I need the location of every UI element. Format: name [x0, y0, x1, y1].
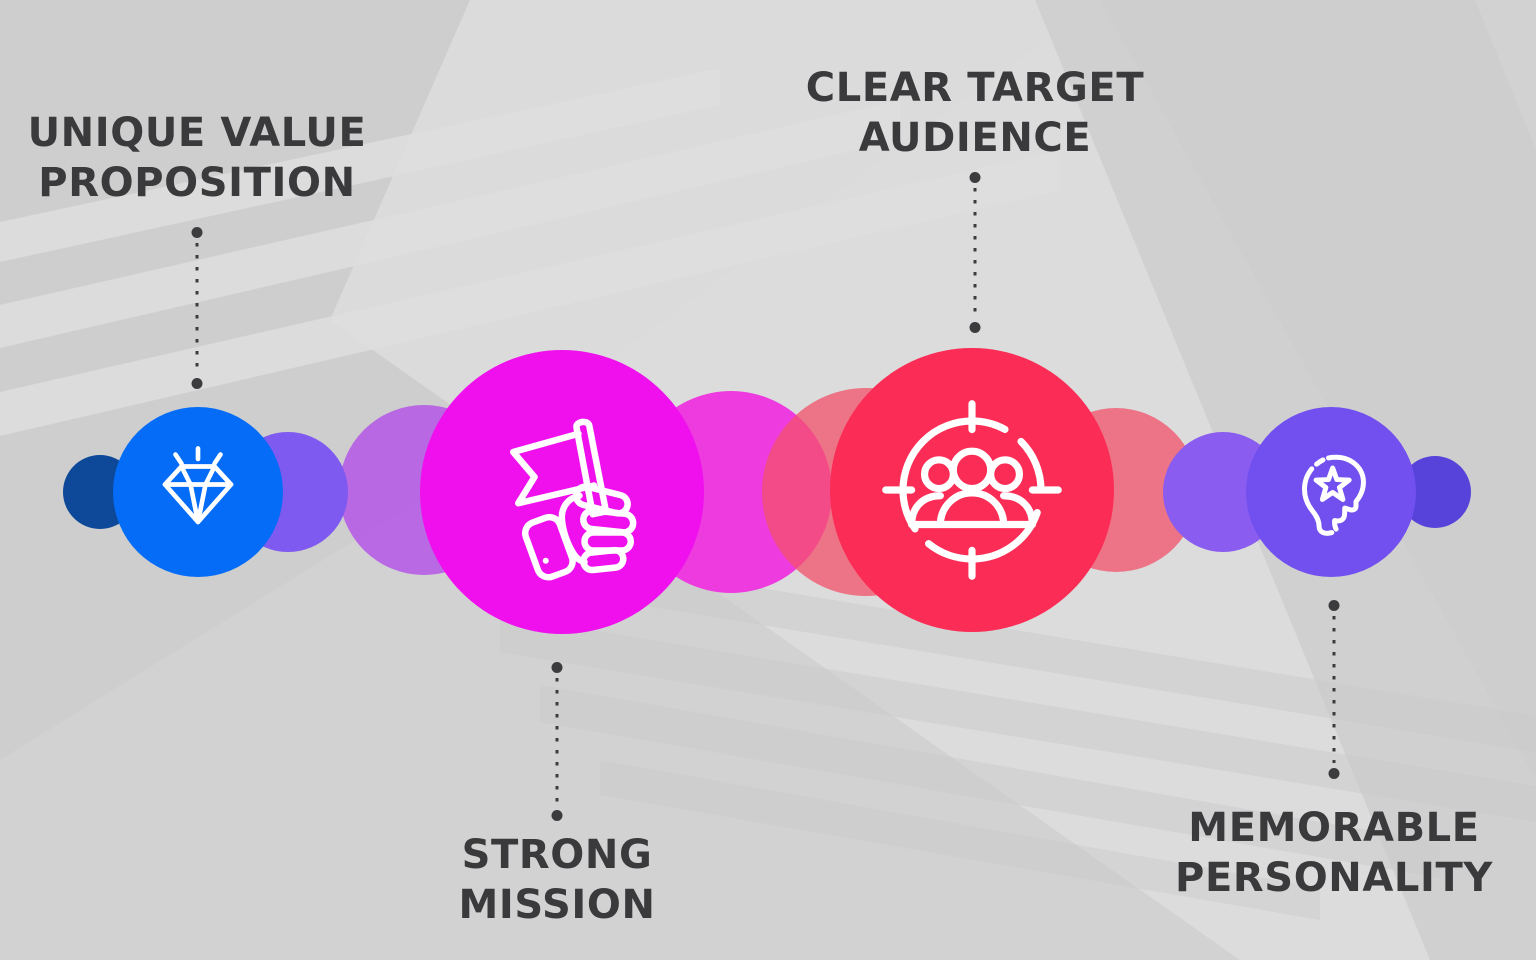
decor-circle-indigo — [1399, 456, 1471, 528]
connector-clear-target-audience — [969, 172, 981, 333]
label-line: UNIQUE VALUE — [27, 110, 367, 156]
label-clear-target-audience: CLEAR TARGET AUDIENCE — [806, 63, 1144, 163]
connector-dot — [551, 662, 563, 673]
label-line: MISSION — [458, 882, 656, 928]
target-audience-icon — [882, 400, 1062, 580]
background-light-ray — [0, 100, 900, 348]
circle-unique-value-proposition — [113, 407, 283, 577]
connector-dotted-line — [973, 188, 977, 317]
label-line: MEMORABLE — [1188, 805, 1480, 851]
background-dark-ray — [500, 545, 1536, 752]
label-strong-mission: STRONG MISSION — [458, 830, 655, 930]
diamond-icon — [162, 446, 234, 525]
connector-dotted-line — [195, 243, 199, 373]
connector-dot — [969, 172, 981, 183]
connector-unique-value-proposition — [191, 227, 203, 389]
connector-dot — [969, 322, 981, 333]
background-dark-ray — [600, 760, 1320, 920]
connector-dotted-line — [1332, 616, 1336, 763]
label-unique-value-proposition: UNIQUE VALUE PROPOSITION — [28, 108, 367, 208]
label-line: STRONG — [461, 832, 653, 878]
connector-dotted-line — [555, 678, 559, 805]
background-light-ray — [0, 68, 720, 262]
connector-dot — [191, 378, 203, 389]
label-memorable-personality: MEMORABLE PERSONALITY — [1175, 803, 1493, 903]
connector-memorable-personality — [1328, 600, 1340, 779]
connector-dot — [551, 810, 563, 821]
flag-in-hand-icon — [510, 418, 637, 581]
connector-dot — [1328, 768, 1340, 779]
connector-strong-mission — [551, 662, 563, 821]
connector-dot — [1328, 600, 1340, 611]
background-light-ray — [0, 150, 1060, 436]
label-line: PERSONALITY — [1175, 855, 1493, 901]
background-dark-ray — [500, 615, 1536, 822]
head-star-icon — [1302, 454, 1366, 536]
connector-dot — [191, 227, 203, 238]
label-line: CLEAR TARGET — [805, 65, 1145, 111]
label-line: AUDIENCE — [858, 115, 1092, 161]
background-dark-ray — [540, 685, 1440, 878]
label-line: PROPOSITION — [38, 160, 356, 206]
